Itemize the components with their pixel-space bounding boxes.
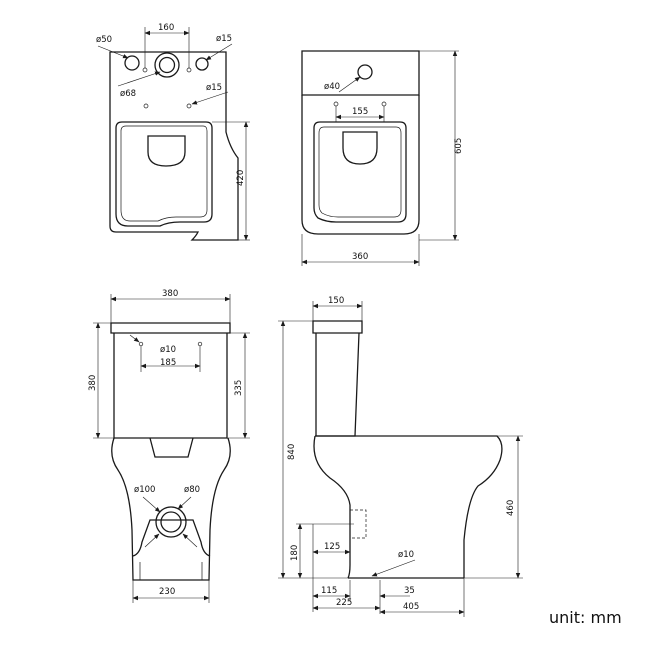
top-view-tank-dimensions — [301, 50, 459, 266]
unit-label: unit: mm — [549, 608, 622, 627]
dim-d100: ø100 — [134, 485, 155, 495]
dim-d40: ø40 — [324, 82, 340, 92]
dim-d68: ø68 — [120, 89, 136, 99]
dim-d10-rear: ø10 — [160, 345, 176, 355]
rear-view-dimensions — [93, 294, 250, 603]
dim-840: 840 — [287, 444, 297, 460]
dim-d80: ø80 — [184, 485, 200, 495]
dim-335: 335 — [234, 380, 244, 396]
dim-225: 225 — [336, 598, 352, 608]
dim-460: 460 — [506, 500, 516, 516]
dim-185: 185 — [160, 358, 176, 368]
dim-150: 150 — [328, 296, 344, 306]
top-view-dimensions — [97, 27, 250, 241]
dim-380-width: 380 — [162, 289, 178, 299]
dim-380-height: 380 — [88, 375, 98, 391]
dim-605: 605 — [454, 138, 464, 154]
dim-155: 155 — [352, 107, 368, 117]
dim-420: 420 — [236, 170, 246, 186]
side-view-outline — [312, 320, 503, 579]
side-view-dimensions — [278, 301, 523, 617]
dim-360: 360 — [352, 252, 368, 262]
dim-160: 160 — [158, 23, 174, 33]
dim-d15-mid: ø15 — [206, 83, 222, 93]
dim-35: 35 — [404, 586, 415, 596]
dim-180: 180 — [290, 545, 300, 561]
dim-d15-top: ø15 — [216, 34, 232, 44]
dim-125: 125 — [324, 542, 340, 552]
dim-d10-side: ø10 — [398, 550, 414, 560]
top-view-outline — [109, 51, 239, 241]
dim-d50: ø50 — [96, 35, 112, 45]
dim-405: 405 — [403, 602, 419, 612]
top-view-tank-outline — [301, 50, 420, 235]
dim-115: 115 — [321, 586, 337, 596]
dim-230: 230 — [159, 587, 175, 597]
